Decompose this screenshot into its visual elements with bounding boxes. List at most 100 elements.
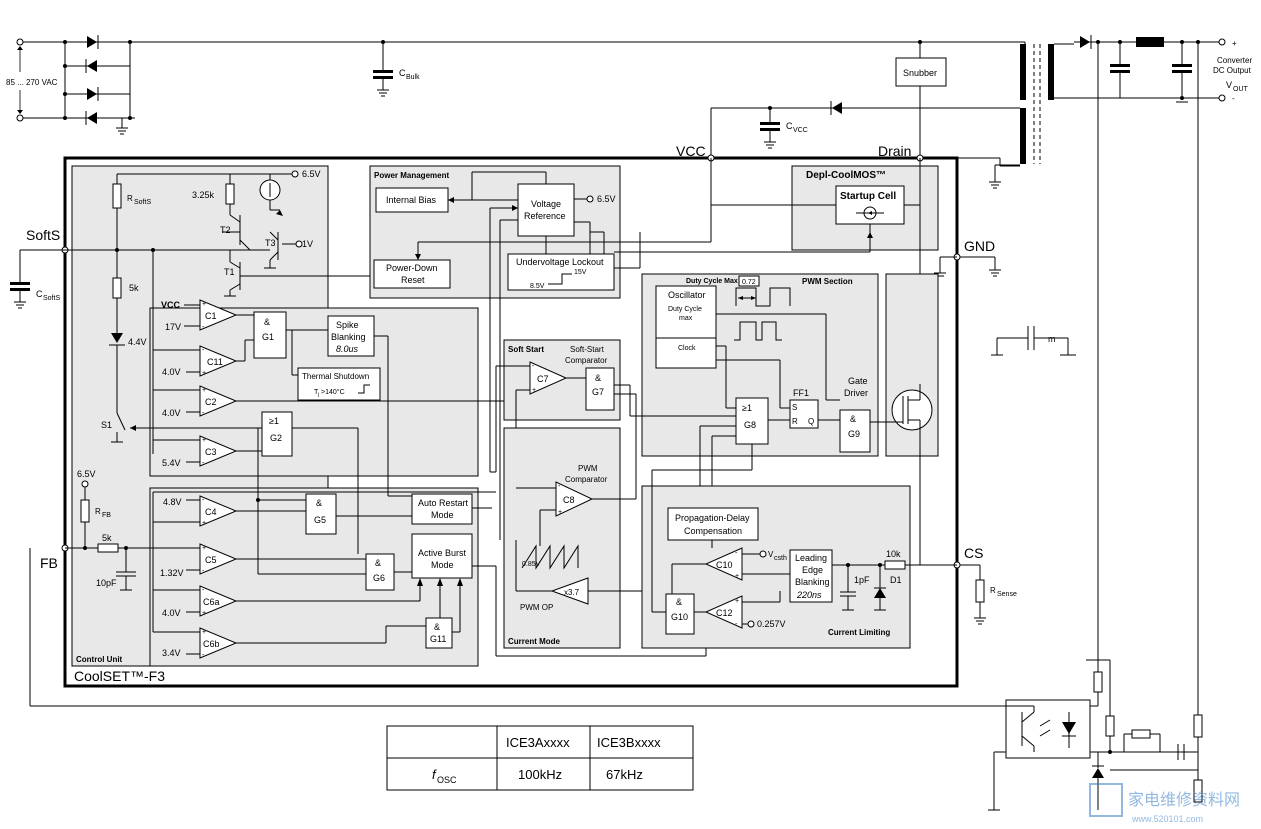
svg-text:0.72: 0.72 bbox=[742, 279, 756, 286]
svg-text:0.257V: 0.257V bbox=[757, 619, 786, 629]
power-management-title: Power Management bbox=[374, 171, 449, 180]
internal-bias-block bbox=[375, 187, 449, 213]
cvcc-label-sub: VCC bbox=[793, 127, 808, 134]
plus-terminal: + bbox=[1232, 39, 1237, 48]
current-limiting-title: Current Limiting bbox=[828, 628, 890, 637]
depl-coolmos-title: Depl-CoolMOS™ bbox=[806, 170, 886, 181]
svg-text:Compensation: Compensation bbox=[684, 526, 742, 536]
comparator-c11: -+ C11 bbox=[199, 345, 238, 377]
csofts-label: C bbox=[36, 289, 43, 299]
svg-text:-: - bbox=[202, 652, 205, 659]
frequency-table: ICE3Axxxx ICE3Bxxxx f OSC 100kHz 67kHz bbox=[386, 725, 694, 791]
svg-text:Duty Cycle: Duty Cycle bbox=[668, 306, 702, 313]
svg-text:C6a: C6a bbox=[203, 597, 220, 607]
svg-text:C10: C10 bbox=[716, 560, 733, 570]
svg-text:Sense: Sense bbox=[997, 591, 1017, 598]
v17-label: 17V bbox=[165, 322, 181, 332]
r5k-label: 5k bbox=[129, 283, 139, 293]
svg-text:Spike: Spike bbox=[336, 320, 359, 330]
watermark-url: www.520101.com bbox=[1131, 814, 1203, 824]
s1-label: S1 bbox=[101, 420, 112, 430]
rsofts-label: R bbox=[127, 194, 133, 203]
svg-text:Reference: Reference bbox=[524, 211, 566, 221]
svg-text:220ns: 220ns bbox=[796, 590, 822, 600]
svg-text:C1: C1 bbox=[205, 311, 217, 321]
svg-text:Startup Cell: Startup Cell bbox=[840, 191, 896, 202]
current-mode: Current Mode PWM Comparator -+ C8 0.85V … bbox=[503, 393, 780, 649]
active-burst-block bbox=[411, 533, 473, 579]
comparator-c1: +- C1 bbox=[199, 299, 238, 331]
svg-text:Gate: Gate bbox=[848, 376, 868, 386]
svg-text:&: & bbox=[676, 597, 682, 607]
svg-text:&: & bbox=[316, 498, 322, 508]
svg-text:C12: C12 bbox=[716, 608, 733, 618]
svg-text:Soft-Start: Soft-Start bbox=[570, 345, 605, 354]
cbulk-label: C bbox=[399, 68, 406, 78]
converter-output-label-2: DC Output bbox=[1213, 66, 1252, 75]
vcc-comparator-label: VCC bbox=[161, 300, 181, 310]
pwm-section-title: PWM Section bbox=[802, 277, 853, 286]
svg-text:+: + bbox=[558, 509, 562, 516]
svg-text:R: R bbox=[792, 417, 798, 426]
table-value-ice3b: 67kHz bbox=[606, 767, 643, 782]
svg-text:C4: C4 bbox=[205, 507, 217, 517]
svg-text:+: + bbox=[202, 545, 206, 552]
pin-fb: FB bbox=[40, 555, 58, 571]
svg-text:-: - bbox=[735, 550, 738, 557]
svg-text:≥1: ≥1 bbox=[269, 416, 279, 426]
svg-text:-: - bbox=[532, 363, 535, 370]
svg-text:-: - bbox=[202, 587, 205, 594]
svg-text:Oscillator: Oscillator bbox=[668, 290, 706, 300]
t2-label: T2 bbox=[220, 225, 231, 235]
pin-labels: VCC Drain SoftS GND CS FB bbox=[26, 143, 995, 571]
pin-softs: SoftS bbox=[26, 227, 60, 243]
comparator-c7 bbox=[529, 361, 568, 395]
table-row-label-sub: OSC bbox=[437, 775, 457, 785]
comparator-c6a: -+ C6a bbox=[199, 585, 238, 617]
table-header-ice3b: ICE3Bxxxx bbox=[597, 735, 661, 750]
pin-cs: CS bbox=[964, 545, 983, 561]
svg-text:&: & bbox=[434, 622, 440, 632]
vout-label: V bbox=[1226, 80, 1232, 90]
svg-text:&: & bbox=[264, 317, 270, 327]
input-rectifier: 85 ... 270 VAC C Bulk bbox=[6, 35, 1025, 135]
svg-text:-: - bbox=[558, 483, 561, 490]
svg-text:R: R bbox=[990, 586, 996, 595]
svg-text:G9: G9 bbox=[848, 429, 860, 439]
svg-text:Mode: Mode bbox=[431, 560, 454, 570]
table-value-ice3a: 100kHz bbox=[518, 767, 562, 782]
svg-text:Internal Bias: Internal Bias bbox=[386, 195, 437, 205]
oscillator-block bbox=[655, 285, 717, 369]
control-unit: Control Unit 6.5V R SoftS 3.25k T2 bbox=[65, 165, 707, 667]
comparator-c4: -+ C4 bbox=[199, 495, 238, 527]
depl-coolmos: Depl-CoolMOS™ Startup Cell bbox=[614, 158, 939, 384]
svg-text:8.0us: 8.0us bbox=[336, 344, 359, 354]
svg-text:10k: 10k bbox=[886, 549, 901, 559]
table-row-label: f bbox=[432, 767, 437, 782]
ramp-voltage-label: 0.85V bbox=[522, 561, 541, 568]
svg-text:&: & bbox=[375, 558, 381, 568]
table-header-ice3a: ICE3Axxxx bbox=[506, 735, 570, 750]
svg-text:Edge: Edge bbox=[802, 565, 823, 575]
svg-text:+: + bbox=[202, 370, 206, 377]
svg-text:PWM: PWM bbox=[578, 464, 598, 473]
watermark-text: 家电维修资料网 bbox=[1128, 791, 1240, 809]
svg-text:Voltage: Voltage bbox=[531, 199, 561, 209]
t3-ref-label: 1V bbox=[302, 239, 313, 249]
auto-restart-block bbox=[411, 493, 473, 525]
svg-text:S: S bbox=[792, 403, 797, 412]
svg-text:&: & bbox=[850, 414, 856, 424]
watermark-logo-icon bbox=[1089, 783, 1123, 817]
svg-text:G10: G10 bbox=[671, 612, 688, 622]
v40a-label: 4.0V bbox=[162, 367, 181, 377]
svg-text:Auto Restart: Auto Restart bbox=[418, 498, 469, 508]
svg-text:+: + bbox=[202, 437, 206, 444]
svg-text:Comparator: Comparator bbox=[565, 356, 608, 365]
soft-start-title: Soft Start bbox=[508, 345, 544, 354]
svg-text:Mode: Mode bbox=[431, 510, 454, 520]
feedback-network bbox=[29, 548, 1203, 811]
r325k-label: 3.25k bbox=[192, 190, 215, 200]
svg-text:+: + bbox=[202, 301, 206, 308]
pin-drain: Drain bbox=[878, 143, 911, 159]
soft-start: Soft Start Soft-Start Comparator -+ C7 &… bbox=[495, 339, 736, 540]
